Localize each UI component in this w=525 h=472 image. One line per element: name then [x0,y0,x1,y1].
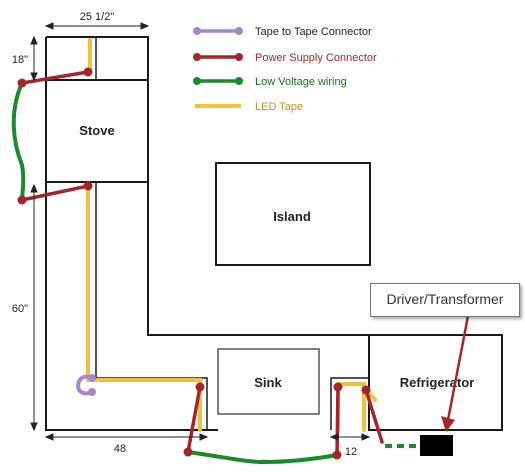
legend-label-low-voltage: Low Voltage wiring [255,76,347,88]
dim-left-top: 18" [12,54,28,66]
led-tape-runs [86,38,377,432]
legend-item-power-connector: Power Supply Connector [193,52,377,64]
legend: Tape to Tape Connector Power Supply Conn… [193,26,377,113]
legend-label-led-tape: LED Tape [255,101,303,113]
dim-top-width: 25 1/2" [80,11,115,23]
dim-bottom-right: 12 [345,446,357,458]
stove-box [45,79,149,183]
sink-label: Sink [254,375,282,390]
legend-item-low-voltage: Low Voltage wiring [193,76,347,88]
island-box [215,162,371,266]
tape-to-tape-connector [76,374,94,396]
legend-item-led-tape: LED Tape [195,101,303,113]
low-voltage-wiring [11,81,339,465]
dim-left-side: 60" [12,303,28,315]
dimension-lines [30,22,371,441]
legend-label-tape-connector: Tape to Tape Connector [255,26,372,38]
driver-transformer-box [420,435,453,456]
callout-label: Driver/Transformer [386,291,504,307]
legend-label-power-connector: Power Supply Connector [255,52,377,64]
power-connector-dots [17,67,371,460]
dim-bottom-left: 48 [114,443,126,455]
counter-inner-lines [95,37,370,430]
cabinet-outline [45,36,369,431]
callout-arrow-line [446,315,470,421]
tape-connector-dot-bottom [88,388,96,396]
power-supply-connectors [20,70,384,457]
refrigerator-box [368,334,503,431]
driver-transformer-callout: Driver/Transformer [370,283,520,317]
tape-connector-dot-top [88,374,96,382]
sink-box [217,348,320,415]
legend-item-tape-connector: Tape to Tape Connector [193,26,372,38]
stove-label: Stove [79,123,114,138]
callout-arrow-head [441,416,455,432]
island-label: Island [273,209,311,224]
refrigerator-label: Refrigerator [400,375,474,390]
